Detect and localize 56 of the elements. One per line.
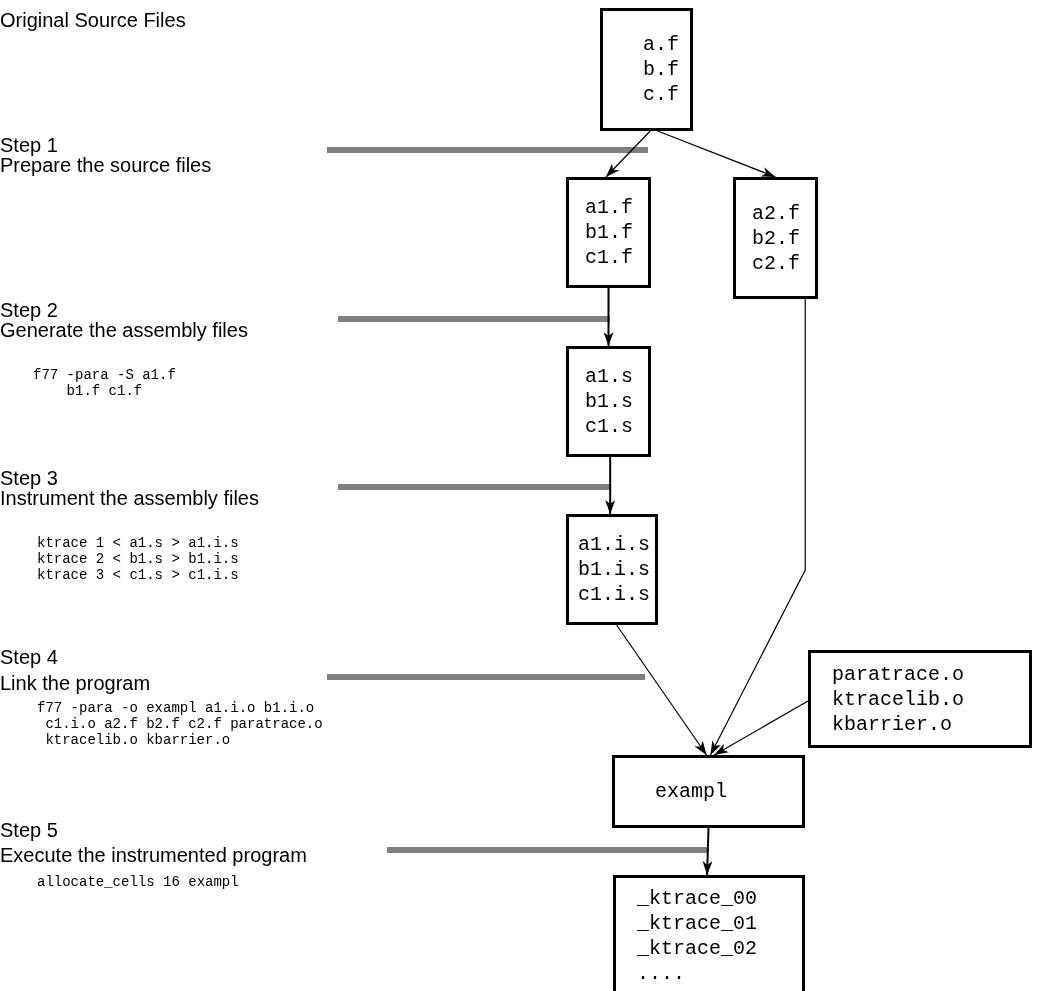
step-label: Link the program xyxy=(0,673,151,694)
file-box xyxy=(566,346,651,457)
file-name: b.f xyxy=(643,57,679,82)
arrow xyxy=(709,298,806,756)
file-name: .... xyxy=(637,961,685,986)
step-label: Step 5 xyxy=(0,820,58,841)
file-name: _ktrace_00 xyxy=(637,886,758,911)
step-label: Step 1 xyxy=(0,135,58,156)
file-name: a1.s xyxy=(585,364,633,389)
step-label: Original Source Files xyxy=(0,10,186,31)
file-name: a.f xyxy=(643,32,679,57)
arrow xyxy=(713,700,809,756)
file-name: b1.s xyxy=(585,389,633,414)
command-text: f77 -para -S a1.f b1.f c1.f xyxy=(33,367,177,399)
file-name: c.f xyxy=(643,82,679,107)
file-name: c1.f xyxy=(585,245,633,270)
arrow xyxy=(603,287,614,347)
file-box xyxy=(733,177,818,299)
file-name: c1.i.s xyxy=(578,582,650,607)
step-label: Step 4 xyxy=(0,647,58,668)
step-label: Instrument the assembly files xyxy=(0,488,259,509)
step-label: Execute the instrumented program xyxy=(0,845,307,866)
step-label: Step 3 xyxy=(0,468,58,489)
file-name: c1.s xyxy=(585,414,633,439)
file-box xyxy=(612,755,805,828)
arrow xyxy=(657,130,777,178)
arrow xyxy=(616,624,708,756)
arrow xyxy=(605,130,651,178)
file-name: b2.f xyxy=(752,225,800,251)
command-text: ktrace 1 < a1.s > a1.i.s xyxy=(37,535,240,551)
arrow xyxy=(605,456,616,515)
file-name: c2.f xyxy=(752,250,800,276)
file-box xyxy=(600,8,693,131)
file-name: _ktrace_02 xyxy=(637,936,758,961)
file-name: ktracelib.o xyxy=(832,686,965,712)
command-text: allocate_cells 16 exampl xyxy=(37,874,240,890)
file-name: a1.i.s xyxy=(578,532,650,557)
file-box xyxy=(566,177,651,288)
command-text: f77 -para -o exampl a1.i.o b1.i.o c1.i.o a2.f b2.f c2.f paratrace.o ktracelib.o kbarrier.o xyxy=(37,700,324,748)
file-name: exampl xyxy=(655,779,727,804)
step-label: Generate the assembly files xyxy=(0,320,248,341)
file-name: paratrace.o xyxy=(832,661,965,687)
file-name: a2.f xyxy=(752,200,800,226)
arrow xyxy=(702,827,713,876)
step-label: Step 2 xyxy=(0,300,58,321)
command-text: ktrace 3 < c1.s > c1.i.s xyxy=(37,567,240,583)
file-name: b1.f xyxy=(585,220,633,245)
file-name: _ktrace_01 xyxy=(637,911,758,936)
step-label: Prepare the source files xyxy=(0,155,212,176)
file-box xyxy=(613,875,805,991)
command-text: ktrace 2 < b1.s > b1.i.s xyxy=(37,551,240,567)
file-box xyxy=(566,514,658,625)
file-name: kbarrier.o xyxy=(832,711,953,737)
file-box xyxy=(808,650,1032,748)
file-name: b1.i.s xyxy=(578,557,650,582)
file-name: a1.f xyxy=(585,195,633,220)
